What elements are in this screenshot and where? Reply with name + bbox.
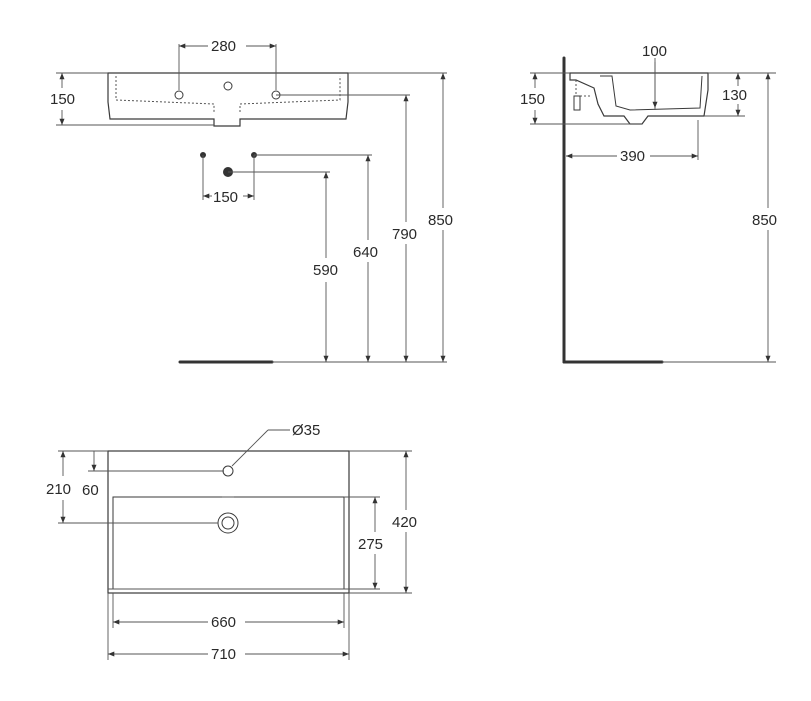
dim-590: 590: [313, 262, 338, 279]
basin-plan-outline: [107, 450, 350, 594]
dim-210: 210: [46, 481, 71, 498]
dim-640: 640: [353, 244, 378, 261]
dim-275: 275: [358, 536, 383, 553]
dim-150-valves: 150: [213, 189, 238, 206]
dim-660: 660: [211, 614, 236, 631]
basin-side-profile: [569, 72, 709, 125]
basin-front-outline: [107, 72, 349, 127]
tap-hole-center: [223, 81, 233, 91]
plan-view: Ø35 60 210 420 275 660 710: [46, 422, 417, 663]
dim-tap-hole: Ø35: [292, 422, 320, 439]
side-elevation: 100 150 130 390 850: [520, 43, 777, 364]
dim-150-front: 150: [50, 91, 75, 108]
dim-850-side: 850: [752, 212, 777, 229]
dim-280: 280: [211, 38, 236, 55]
front-elevation: 280 150 150 590 640 790: [50, 38, 453, 364]
bowl-hidden-line: [115, 76, 341, 112]
dim-420: 420: [392, 514, 417, 531]
dim-130: 130: [722, 87, 747, 104]
dim-710: 710: [211, 646, 236, 663]
dim-60: 60: [82, 482, 99, 499]
dim-850-front: 850: [428, 212, 453, 229]
dim-150-side: 150: [520, 91, 545, 108]
waste-plan-inner: [221, 516, 235, 530]
tap-hole-left: [174, 90, 184, 100]
dim-100: 100: [642, 43, 667, 60]
dim-390: 390: [620, 148, 645, 165]
dim-790: 790: [392, 226, 417, 243]
